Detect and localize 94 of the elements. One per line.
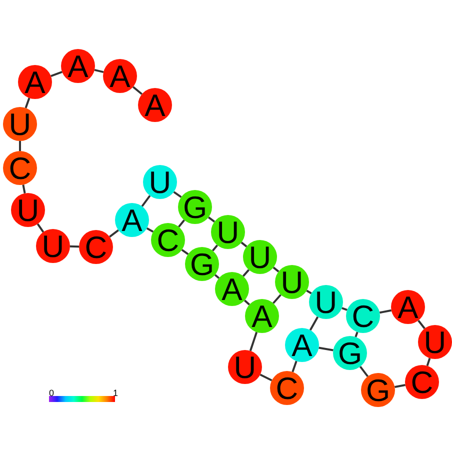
backbone-line [240, 242, 248, 248]
base-letter: U [234, 352, 256, 382]
base-letter: U [280, 266, 304, 298]
backbone-line [272, 294, 282, 304]
backbone-line [394, 384, 406, 388]
nucleotide-circle [418, 325, 452, 359]
base-letter: A [252, 300, 272, 332]
nucleotide-circle [79, 230, 113, 264]
base-letter: A [110, 60, 130, 92]
base-letter: A [144, 90, 166, 120]
nucleotide-circle [405, 365, 439, 399]
backbone-line [354, 332, 358, 338]
backbone-line [19, 141, 21, 151]
base-letter: C [84, 232, 108, 262]
base-letter: U [8, 108, 32, 140]
backbone-line [22, 184, 26, 194]
base-letter: G [366, 374, 390, 406]
nucleotide-circle [228, 350, 262, 384]
nucleotide-circle [36, 229, 70, 263]
nucleotide-circle [61, 49, 95, 83]
backbone-line [181, 248, 189, 256]
backbone-line [318, 346, 334, 352]
base-letter: C [352, 300, 374, 332]
nucleotide-circle [115, 203, 149, 237]
backbone-line [24, 98, 30, 108]
nucleotide-circle [215, 272, 249, 306]
backbone-line [292, 360, 298, 372]
base-letter: A [292, 330, 312, 360]
backbone-line [309, 316, 319, 331]
base-letter: U [42, 230, 64, 262]
nucleotide-circle [270, 371, 304, 405]
backbone-line [418, 320, 426, 330]
backbone-line [212, 244, 218, 252]
backbone-line [141, 195, 151, 207]
base-letter: U [216, 216, 240, 248]
base-letter: U [314, 286, 338, 318]
nucleotide-circle [243, 240, 277, 274]
backbone-line [249, 332, 258, 352]
base-letter: C [410, 366, 434, 398]
base-letter: A [398, 292, 418, 322]
base-letter: A [122, 204, 142, 236]
base-letter: A [24, 66, 46, 98]
nucleotide-circle [333, 336, 367, 370]
backbone-line [260, 374, 272, 382]
backbone-line [214, 274, 220, 279]
nucleotide-circle [391, 290, 425, 324]
base-letter: U [148, 166, 172, 198]
nucleotide-circle [11, 193, 45, 227]
nucleotide-circle [185, 247, 219, 281]
nucleotide-circle [211, 215, 245, 249]
nucleotide-circle [3, 107, 37, 141]
base-letter: G [338, 338, 362, 368]
base-letter: G [190, 248, 214, 280]
nucleotide-circle [346, 299, 380, 333]
backbone-line [146, 227, 154, 233]
backbone-line [173, 191, 182, 198]
backbone-line [178, 220, 185, 228]
nucleotide-circle [275, 265, 309, 299]
nucleotide-circle [361, 373, 395, 407]
backbone-line [50, 71, 62, 77]
base-letter: U [424, 326, 446, 358]
nucleotide-circle [151, 223, 185, 257]
nucleotide-circle [143, 165, 177, 199]
nucleotide-circle [178, 190, 212, 224]
backbone-line [306, 290, 312, 294]
base-letter: C [276, 372, 298, 404]
backbone-line [208, 216, 216, 223]
backbone-line [70, 245, 80, 248]
backbone-line [94, 68, 104, 74]
backbone-line [379, 309, 392, 314]
base-letter: C [156, 224, 180, 256]
nucleotide-circle [245, 299, 279, 333]
backbone-line [132, 86, 143, 95]
nucleotide-circle [285, 328, 319, 362]
backbone-line [36, 223, 44, 233]
scale-label: 1 [113, 389, 118, 398]
base-letter: U [248, 242, 272, 272]
nucleotide-circle [18, 65, 52, 99]
backbone-line [272, 266, 280, 272]
backbone-line [242, 269, 250, 277]
backbone-line [109, 229, 119, 238]
backbone-line [426, 358, 431, 366]
base-letter: C [8, 152, 32, 184]
base-letter: A [222, 274, 242, 304]
base-letter: A [68, 50, 88, 82]
backbone-line [359, 366, 369, 378]
nucleotide-circle [103, 59, 137, 93]
scale-label: 0 [49, 389, 54, 398]
nucleotide-circle [3, 151, 37, 185]
backbone-line [244, 300, 250, 306]
base-letter: G [182, 192, 208, 222]
nucleotide-circle [138, 88, 172, 122]
base-letter: U [16, 194, 40, 226]
nucleotide-circle [309, 285, 343, 319]
